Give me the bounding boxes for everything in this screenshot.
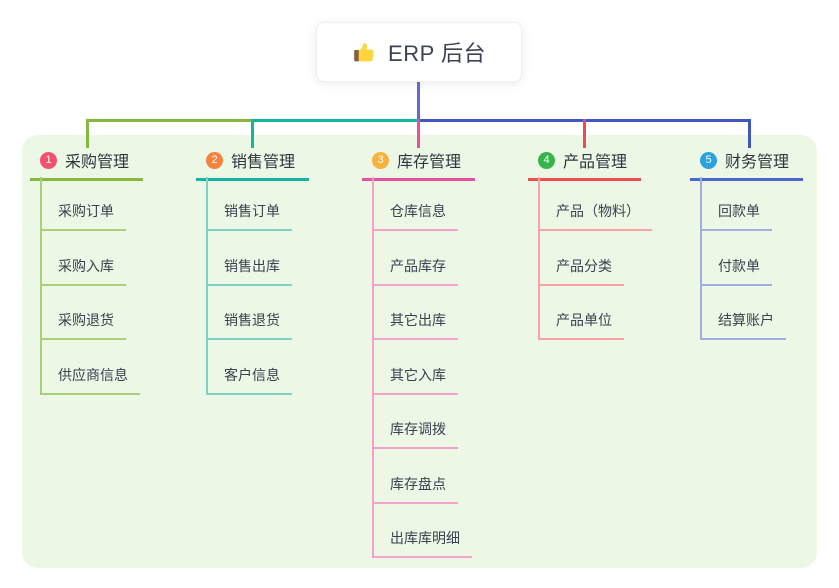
child-node[interactable]: 结算账户: [700, 310, 786, 340]
child-node-label: 采购订单: [58, 203, 114, 219]
child-node-label: 其它出库: [390, 312, 446, 328]
child-node-label: 采购入库: [58, 257, 114, 274]
branch-number-badge-2: 2: [206, 151, 223, 169]
branch-number-badge-5: 5: [700, 151, 717, 169]
branch-node-4[interactable]: 4 产品管理: [528, 148, 642, 181]
child-node-label: 产品分类: [556, 257, 612, 274]
child-node[interactable]: 产品（物料）: [538, 201, 652, 231]
child-node-label: 库存盘点: [390, 475, 446, 492]
branch-trunk-line-3: [372, 177, 374, 558]
child-node[interactable]: 库存调拨: [372, 419, 458, 449]
branch-node-5[interactable]: 5 财务管理: [690, 148, 804, 181]
bus-segment-green: [86, 119, 254, 122]
child-node[interactable]: 库存盘点: [372, 474, 458, 504]
child-node[interactable]: 付款单: [700, 256, 772, 286]
child-node[interactable]: 采购退货: [40, 310, 126, 340]
root-node-erp[interactable]: ERP 后台: [316, 22, 522, 82]
child-node[interactable]: 其它出库: [372, 310, 458, 340]
child-node-label: 回款单: [718, 203, 760, 219]
child-node-label: 产品库存: [390, 257, 446, 274]
child-node-label: 结算账户: [718, 312, 774, 328]
child-node[interactable]: 其它入库: [372, 365, 458, 395]
child-node-label: 出库库明细: [390, 530, 460, 546]
branch-trunk-line-5: [700, 177, 702, 340]
child-node[interactable]: 出库库明细: [372, 528, 472, 558]
child-node-label: 采购退货: [58, 312, 114, 328]
root-connector-line: [417, 82, 420, 120]
child-node-label: 产品单位: [556, 312, 612, 328]
child-node-label: 产品（物料）: [556, 203, 640, 219]
branch-number-badge-4: 4: [538, 151, 555, 169]
child-node[interactable]: 仓库信息: [372, 201, 458, 231]
child-node-label: 销售出库: [224, 257, 280, 274]
child-node[interactable]: 销售退货: [206, 310, 292, 340]
branch-node-3[interactable]: 3 库存管理: [362, 148, 476, 181]
branch-node-1[interactable]: 1 采购管理: [30, 148, 144, 181]
child-node[interactable]: 客户信息: [206, 365, 292, 395]
child-node-label: 其它入库: [390, 366, 446, 383]
branch-drop-line-1: [86, 119, 89, 148]
branch-node-label: 库存管理: [397, 154, 462, 171]
branch-number-badge-3: 3: [372, 151, 389, 169]
child-node[interactable]: 产品库存: [372, 256, 458, 286]
child-node-label: 销售订单: [224, 203, 280, 219]
branch-trunk-line-4: [538, 177, 540, 340]
child-node-label: 销售退货: [224, 312, 280, 328]
branch-node-label: 采购管理: [65, 154, 130, 171]
child-node[interactable]: 销售出库: [206, 256, 292, 286]
root-node-label: ERP 后台: [388, 41, 486, 66]
child-node-label: 库存调拨: [390, 421, 446, 437]
child-node[interactable]: 回款单: [700, 201, 772, 231]
branch-trunk-line-2: [206, 177, 208, 395]
bus-segment-teal: [251, 119, 420, 122]
child-node-label: 客户信息: [224, 366, 280, 383]
branch-drop-line-2: [251, 119, 254, 148]
child-node-label: 付款单: [718, 257, 760, 274]
branch-drop-line-4: [583, 119, 586, 148]
branch-node-2[interactable]: 2 销售管理: [196, 148, 310, 181]
branch-node-label: 销售管理: [231, 154, 296, 171]
branch-number-badge-1: 1: [40, 151, 57, 169]
child-node[interactable]: 采购订单: [40, 201, 126, 231]
child-node[interactable]: 产品单位: [538, 310, 624, 340]
branch-drop-line-3: [417, 119, 420, 148]
branch-node-label: 产品管理: [563, 154, 628, 171]
branch-node-label: 财务管理: [725, 154, 790, 171]
mindmap-panel: [22, 135, 817, 568]
branch-trunk-line-1: [40, 177, 42, 395]
child-node[interactable]: 供应商信息: [40, 365, 140, 395]
child-node[interactable]: 产品分类: [538, 256, 624, 286]
child-node-label: 供应商信息: [58, 366, 128, 383]
child-node[interactable]: 采购入库: [40, 256, 126, 286]
child-node[interactable]: 销售订单: [206, 201, 292, 231]
thumbs-up-icon: [352, 39, 378, 65]
branch-drop-line-5: [748, 119, 751, 148]
child-node-label: 仓库信息: [390, 203, 446, 219]
